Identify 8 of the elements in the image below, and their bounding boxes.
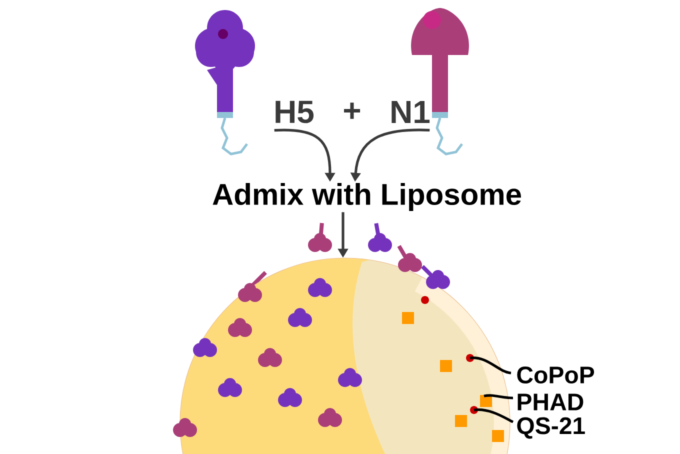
label-text: N1 (392, 101, 430, 123)
label-text: Admix with Liposome (212, 183, 521, 211)
label-text: CoPoP (517, 366, 594, 384)
label-text: PHAD (518, 394, 584, 410)
liposome-drawing (173, 222, 510, 454)
label-text: H5 (276, 100, 314, 124)
plus-sign: + (344, 102, 360, 119)
label-text: QS-21 (517, 417, 585, 439)
